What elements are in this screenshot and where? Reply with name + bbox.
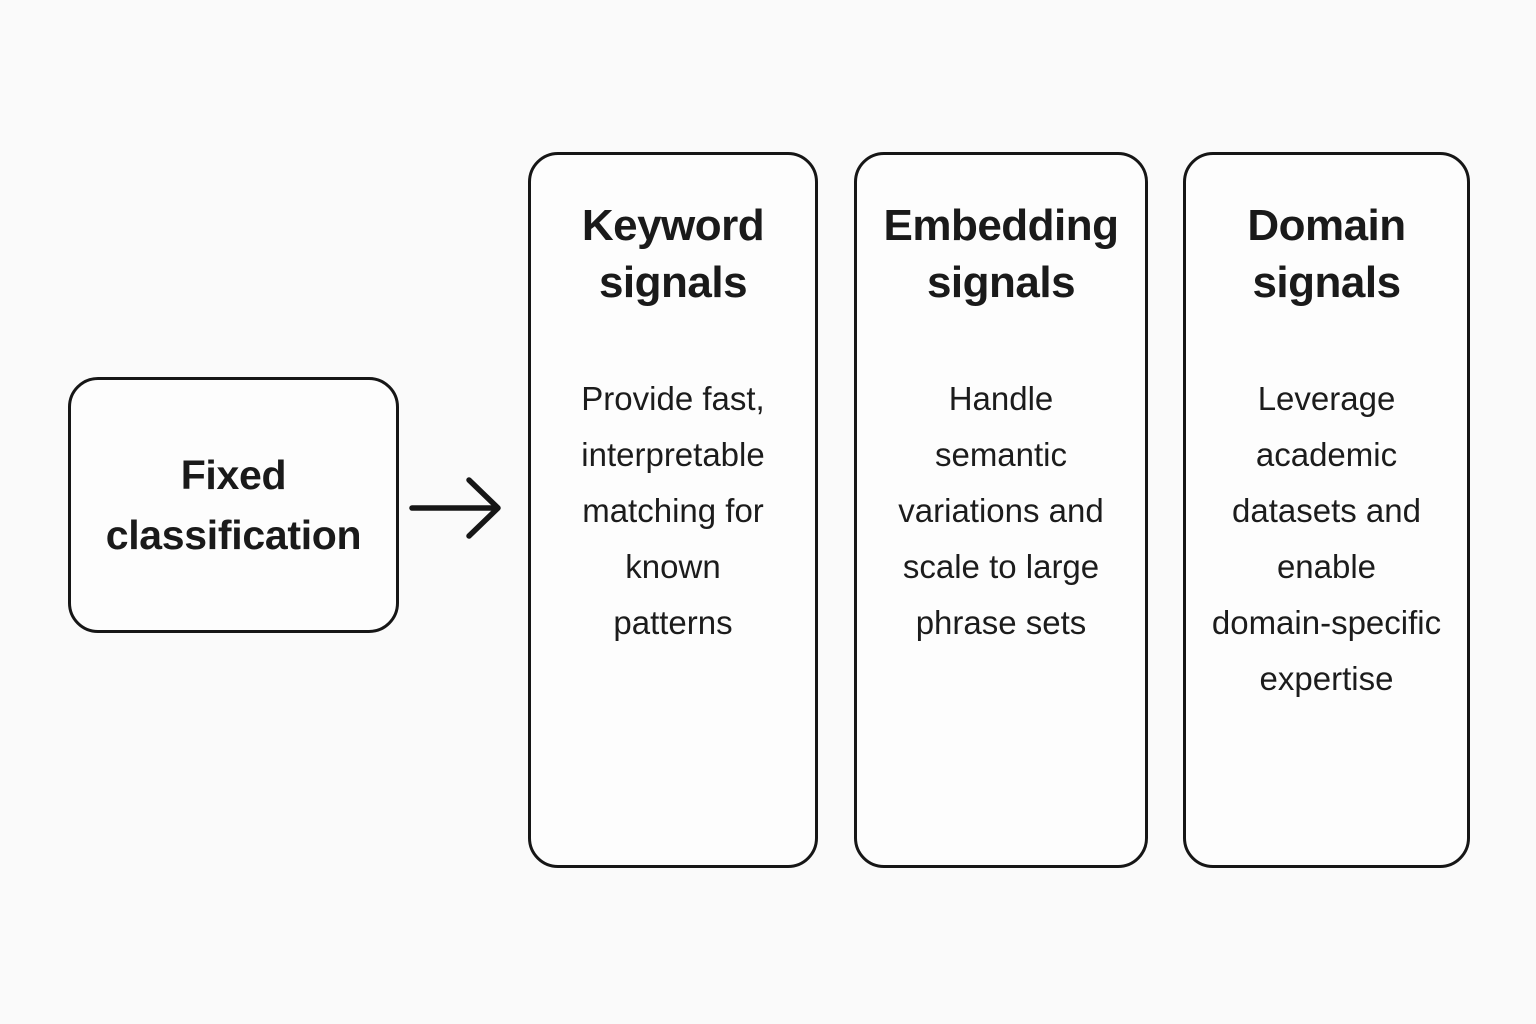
arrow-right-icon xyxy=(409,477,501,539)
card-keyword-signals-body: Provide fast, interpretable matching for… xyxy=(581,380,765,641)
card-keyword-signals-title: Keyword signals xyxy=(581,201,765,307)
card-embedding-signals-title: Embedding signals xyxy=(883,201,1119,307)
card-domain-signals-body: Leverage academic datasets and enable do… xyxy=(1211,380,1442,697)
card-domain-signals: Domain signals Leverage academic dataset… xyxy=(1183,152,1470,868)
node-fixed-classification: Fixed classification xyxy=(68,377,399,633)
card-embedding-signals-body: Handle semantic variations and scale to … xyxy=(898,380,1104,641)
card-domain-signals-title: Domain signals xyxy=(1247,201,1406,307)
node-fixed-classification-label: Fixed classification xyxy=(105,452,362,558)
card-keyword-signals: Keyword signals Provide fast, interpreta… xyxy=(528,152,818,868)
card-embedding-signals: Embedding signals Handle semantic variat… xyxy=(854,152,1148,868)
